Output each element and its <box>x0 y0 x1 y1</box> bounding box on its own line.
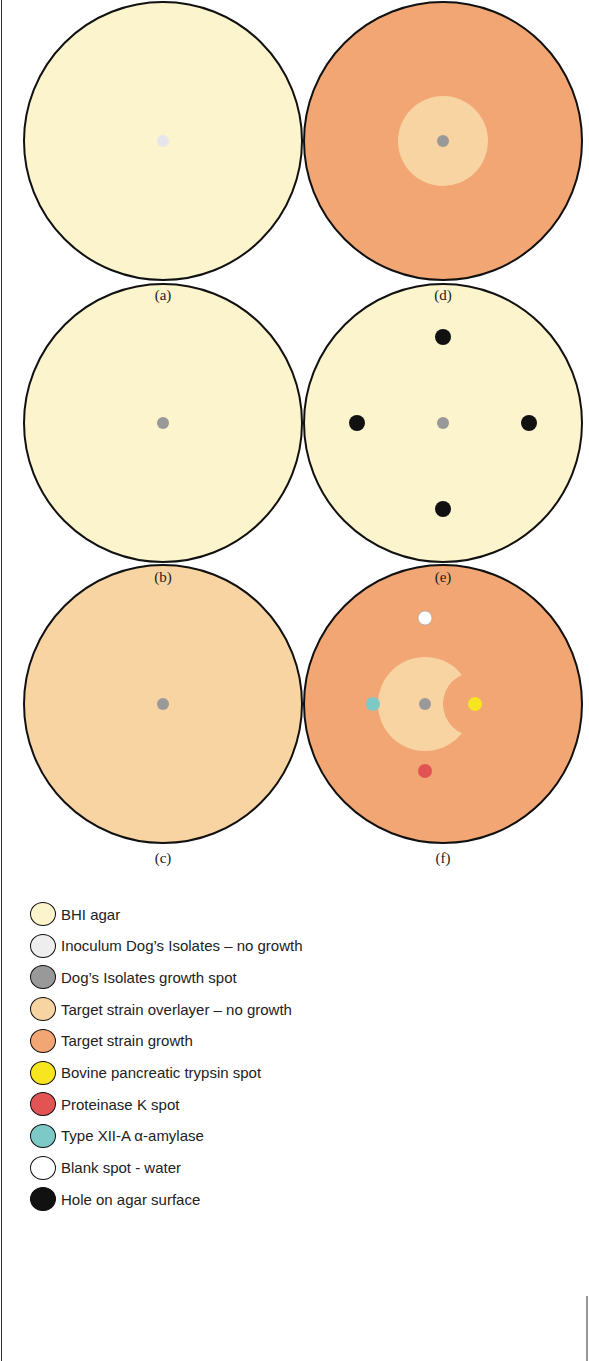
legend-row: Target strain growth <box>30 1029 193 1053</box>
legend-text: BHI agar <box>61 906 120 923</box>
inoculum-spot <box>157 135 169 147</box>
growth-spot <box>437 417 449 429</box>
panel-label: (d) <box>434 287 452 304</box>
legend-row: Blank spot - water <box>30 1156 181 1180</box>
trypsin-spot <box>468 697 482 711</box>
agar-dish <box>24 2 302 280</box>
legend-text: Hole on agar surface <box>61 1191 200 1208</box>
inhibition-zone <box>398 96 488 186</box>
legend-swatch <box>30 902 56 926</box>
legend-row: Dog’s Isolates growth spot <box>30 965 237 989</box>
legend-row: Bovine pancreatic trypsin spot <box>30 1061 261 1085</box>
legend-text: Target strain growth <box>61 1032 193 1049</box>
agar-hole <box>435 501 451 517</box>
proteinase-spot <box>418 764 432 778</box>
growth-spot <box>157 417 169 429</box>
agar-hole <box>521 415 537 431</box>
water-spot <box>418 611 432 625</box>
legend-text: Bovine pancreatic trypsin spot <box>61 1064 261 1081</box>
legend-text: Type XII-A α-amylase <box>61 1127 204 1144</box>
agar-dish <box>304 565 582 843</box>
legend-swatch <box>30 997 56 1021</box>
agar-dish <box>24 284 302 562</box>
legend-row: Proteinase K spot <box>30 1092 179 1116</box>
legend-swatch <box>30 1187 56 1211</box>
legend-text: Inoculum Dog’s Isolates – no growth <box>61 937 303 954</box>
agar-dish <box>304 284 582 562</box>
frame-line <box>587 1296 588 1361</box>
agar-hole <box>349 415 365 431</box>
frame-line <box>1 0 2 1361</box>
legend-row: Target strain overlayer – no growth <box>30 997 292 1021</box>
panel-label: (e) <box>435 569 452 586</box>
legend-swatch <box>30 1156 56 1180</box>
legend-row: BHI agar <box>30 902 120 926</box>
panel-label: (c) <box>155 850 172 867</box>
growth-spot <box>157 698 169 710</box>
inhibition-zone <box>378 657 472 751</box>
agar-dish <box>304 2 582 280</box>
agar-hole <box>435 329 451 345</box>
legend-swatch <box>30 934 56 958</box>
agar-dish <box>24 565 302 843</box>
panel-label: (b) <box>154 569 172 586</box>
legend-swatch <box>30 1092 56 1116</box>
panel-label: (f) <box>436 850 451 867</box>
legend-text: Target strain overlayer – no growth <box>61 1001 292 1018</box>
growth-spot <box>437 135 449 147</box>
legend-swatch <box>30 1061 56 1085</box>
legend-swatch <box>30 1124 56 1148</box>
growth-spot <box>419 698 431 710</box>
amylase-spot <box>366 697 380 711</box>
legend-text: Blank spot - water <box>61 1159 181 1176</box>
legend-text: Dog’s Isolates growth spot <box>61 969 237 986</box>
legend-text: Proteinase K spot <box>61 1096 179 1113</box>
legend-row: Inoculum Dog’s Isolates – no growth <box>30 934 303 958</box>
legend-swatch <box>30 1029 56 1053</box>
legend-row: Type XII-A α-amylase <box>30 1124 204 1148</box>
legend-row: Hole on agar surface <box>30 1187 200 1211</box>
legend-swatch <box>30 965 56 989</box>
panel-label: (a) <box>155 287 172 304</box>
